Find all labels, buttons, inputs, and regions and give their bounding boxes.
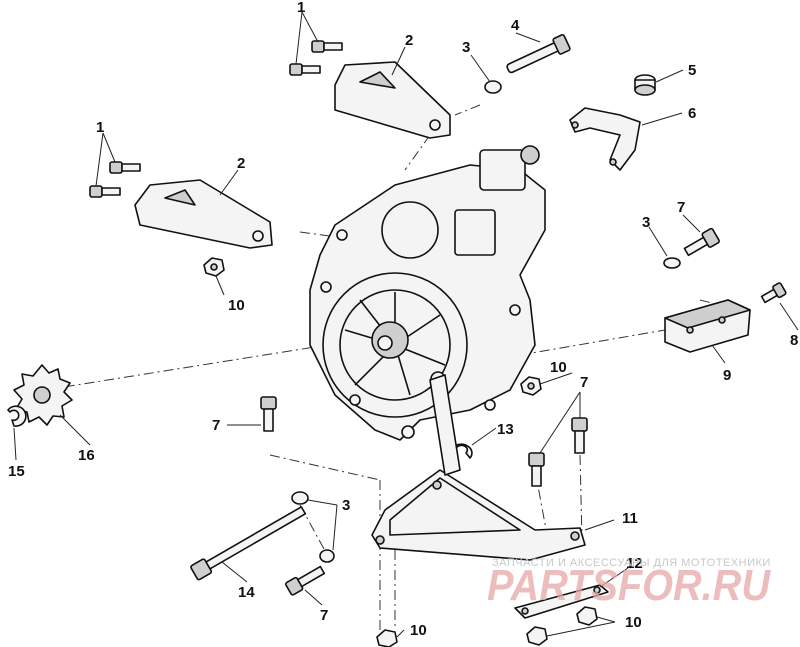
nut-10-b bbox=[520, 376, 542, 396]
upper-bracket bbox=[334, 61, 451, 139]
washer-3-lower-b bbox=[319, 549, 335, 563]
callout-8: 8 bbox=[790, 332, 798, 349]
callout-16: 16 bbox=[78, 447, 95, 464]
callout-2a: 2 bbox=[405, 32, 413, 49]
bolt-7-lower-a bbox=[528, 452, 545, 487]
bolt-8 bbox=[760, 282, 787, 304]
nut-10-a bbox=[203, 257, 225, 277]
callout-10d: 10 bbox=[625, 614, 642, 631]
engine-housing bbox=[309, 145, 546, 441]
center-lines bbox=[44, 104, 721, 630]
sprocket-16 bbox=[13, 364, 73, 426]
mount-block-9 bbox=[664, 299, 751, 353]
washer-3-lower-a bbox=[291, 491, 309, 505]
clip-15 bbox=[7, 405, 27, 427]
callout-6: 6 bbox=[688, 105, 696, 122]
callout-14: 14 bbox=[238, 584, 255, 601]
callout-10a: 10 bbox=[228, 297, 245, 314]
long-bolt-14 bbox=[190, 506, 307, 581]
callout-13: 13 bbox=[497, 421, 514, 438]
bolt-7-lower-b bbox=[571, 417, 588, 454]
bolt-7-bottom bbox=[284, 565, 326, 596]
callout-11: 11 bbox=[622, 510, 638, 527]
callout-1a: 1 bbox=[297, 0, 305, 16]
washer-3-top bbox=[484, 80, 502, 94]
callout-4: 4 bbox=[511, 17, 520, 34]
callout-12: 12 bbox=[626, 555, 643, 572]
nut-10-d bbox=[526, 606, 598, 646]
watermark-brand: PARTSFOR.RU bbox=[487, 561, 771, 610]
callout-3a: 3 bbox=[462, 39, 470, 56]
washer-3-right bbox=[663, 257, 681, 269]
watermark-tagline: ЗАПЧАСТИ И АКСЕССУАРЫ ДЛЯ МОТОТЕХНИКИ bbox=[492, 557, 771, 569]
callout-15: 15 bbox=[8, 463, 25, 480]
callout-7a: 7 bbox=[677, 199, 685, 216]
callout-3b: 3 bbox=[642, 214, 650, 231]
bolt-7-right bbox=[683, 227, 720, 257]
callout-7c: 7 bbox=[580, 374, 588, 391]
bolt-7-left bbox=[260, 396, 277, 432]
callout-7b: 7 bbox=[212, 417, 220, 434]
clip-6 bbox=[569, 107, 641, 171]
callout-labels: 1 2 3 4 5 6 1 2 3 7 8 9 10 10 16 15 7 13… bbox=[8, 0, 798, 639]
callout-5: 5 bbox=[688, 62, 696, 79]
leader-lines bbox=[13, 11, 799, 638]
mount-plate-11 bbox=[371, 374, 586, 561]
callout-1b: 1 bbox=[96, 119, 104, 136]
plug-5 bbox=[634, 74, 656, 96]
nut-10-c bbox=[376, 629, 398, 647]
callout-10c: 10 bbox=[410, 622, 427, 639]
bolts-1-upper bbox=[289, 40, 343, 76]
callout-3c: 3 bbox=[342, 497, 350, 514]
callout-10b: 10 bbox=[550, 359, 567, 376]
callout-9: 9 bbox=[723, 367, 731, 384]
clip-13 bbox=[451, 443, 473, 459]
callout-2b: 2 bbox=[237, 155, 245, 172]
callout-7d: 7 bbox=[320, 607, 328, 624]
strip-12 bbox=[514, 584, 609, 619]
bolts-1-left bbox=[89, 161, 141, 198]
pin-4 bbox=[506, 34, 571, 74]
left-bracket bbox=[134, 179, 273, 249]
watermark: ЗАПЧАСТИ И АКСЕССУАРЫ ДЛЯ МОТОТЕХНИКИ PA… bbox=[487, 557, 771, 610]
